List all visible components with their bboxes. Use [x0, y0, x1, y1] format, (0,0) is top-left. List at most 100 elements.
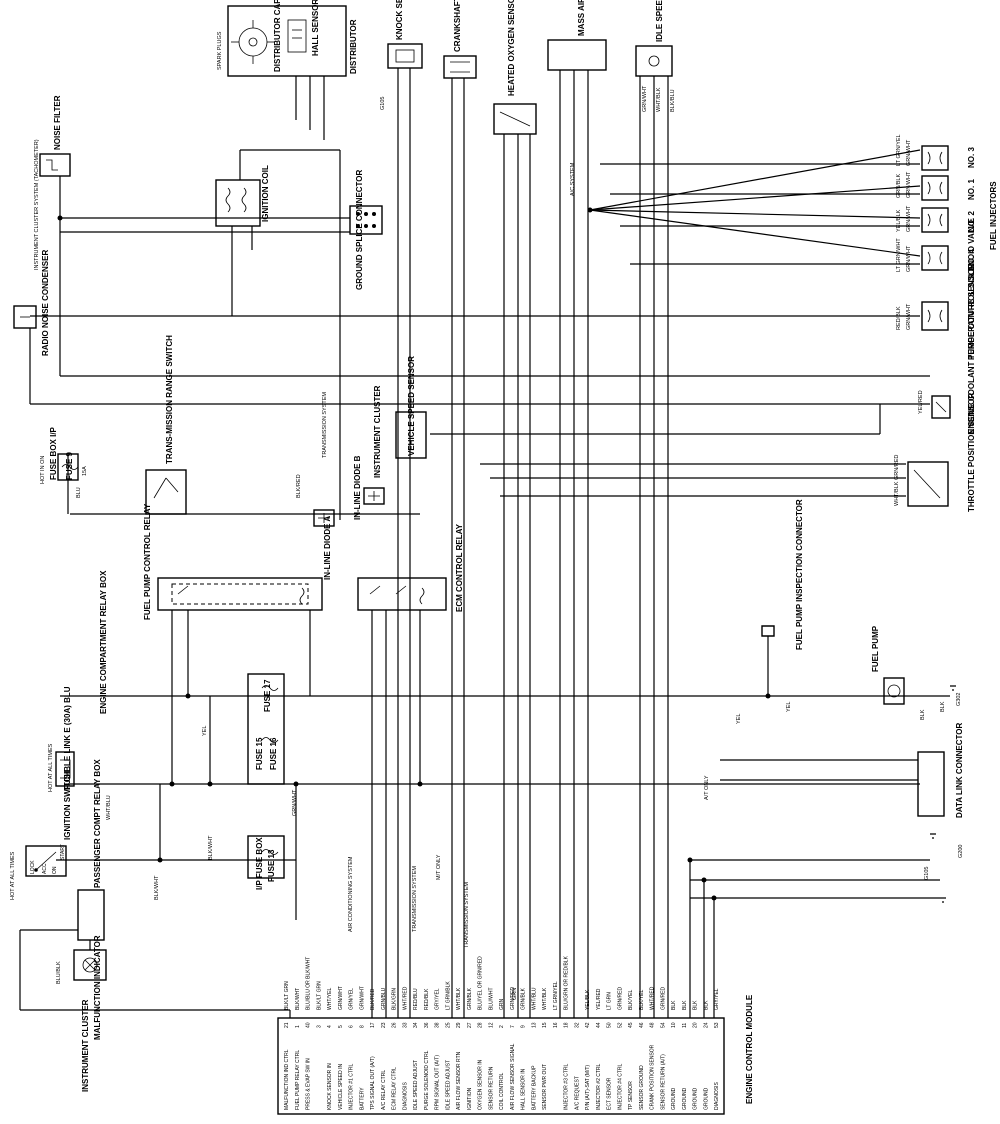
- ecm-pin-function: RPM SIGNAL OUT (A/T): [435, 1055, 441, 1110]
- fp-insp-label: FUEL PUMP INSPECTION CONNECTOR: [795, 499, 804, 650]
- ecm-pin-color: BLU/GRN OR RED/BLK: [564, 955, 570, 1010]
- ecm-pin-number: 5: [338, 1025, 344, 1028]
- distributor-cap-label: DISTRIBUTOR CAP: [273, 0, 282, 72]
- pass-relay-label: PASSENGER COMPT RELAY BOX: [93, 759, 102, 888]
- ecm-pin-color: BLK/GRN: [392, 988, 398, 1010]
- ecm-pin-color: BLK/LT GRN: [316, 981, 322, 1010]
- fuel-pump-inspection-connector: FUEL PUMP INSPECTION CONNECTOR: [761, 499, 804, 650]
- iac-wire-c: BLK/BLU: [670, 89, 676, 112]
- ign-on: ON: [52, 866, 58, 874]
- ign-switch-hot: HOT AT ALL TIMES: [10, 851, 16, 900]
- ecm-pin-number: 23: [381, 1022, 387, 1028]
- ecm-pin: 38 GRY/YEL RPM SIGNAL OUT (A/T): [435, 988, 441, 1110]
- ecm-pin-function: TPS SIGNAL OUT (A/T): [370, 1056, 376, 1110]
- injector-no4-label: NO. 4: [967, 249, 976, 270]
- knock-sensor-label: KNOCK SENSOR: [395, 0, 404, 40]
- ecm-relay-label: ECM CONTROL RELAY: [455, 523, 464, 612]
- ecm-pin-number: 17: [370, 1022, 376, 1028]
- ecm-pin-color: BLU/BLU OR BLK/WHT: [306, 957, 312, 1010]
- tps-label: THROTTLE POSITION SENSOR: [967, 393, 976, 512]
- ecm-pin-number: 38: [435, 1022, 441, 1028]
- noise-filter-label: NOISE FILTER: [53, 95, 62, 150]
- ecm-pin-color: LT GRN/BLK: [445, 981, 451, 1010]
- ecm-pin-number: 16: [553, 1022, 559, 1028]
- o2-sensor-label: HEATED OXYGEN SENSOR: [507, 0, 516, 96]
- ecm-pin-function: BATTERY BACKUP: [531, 1065, 537, 1110]
- ecm-pin-number: 26: [392, 1022, 398, 1028]
- ecm-pin-function: INJECTOR #1 CTRL: [349, 1063, 355, 1110]
- ecm-pin-number: 46: [639, 1022, 645, 1028]
- ecm-pin-function: CRANK POSITION SENSOR: [650, 1044, 656, 1110]
- ecm-pin-number: 54: [660, 1022, 666, 1028]
- ecm-pin-number: 45: [628, 1022, 634, 1028]
- ecm-pin-color: GRN/BLK: [521, 987, 527, 1010]
- fuse-15-label: FUSE 15: [255, 737, 264, 770]
- diode-a-label: IN-LINE DIODE A: [323, 516, 332, 580]
- ecm-pin-function: GROUND: [682, 1087, 688, 1110]
- ecm-pin-number: 53: [714, 1022, 720, 1028]
- fuse-9-amp: 15A: [82, 466, 88, 476]
- maf-label: MASS AIR FLOW SENSOR: [577, 0, 586, 36]
- iac-wire-b: WHT/BLK: [656, 87, 662, 112]
- wiring: [19, 68, 950, 1018]
- ecm-pin-color: BLK/LT GRN: [284, 981, 290, 1010]
- ecm-pin-color: GRN/BLU: [381, 987, 387, 1010]
- ecm-pin-color: LT GRN/YEL: [553, 981, 559, 1010]
- tach-label: INSTRUMENT CLUSTER SYSTEM (TACHOMETER): [34, 139, 40, 270]
- ecm-pin-color: BLK/YEL: [639, 989, 645, 1010]
- ecm-pin-color: RED/BLK: [424, 988, 430, 1010]
- ecm-pin-number: 3: [316, 1025, 322, 1028]
- fusible-link-label: FUSIBLE LINK E (30A) BLU: [63, 686, 72, 790]
- ecm-pin-function: PRESS & EVAP SW IN: [306, 1058, 312, 1110]
- ect-label: ENGINE COOLANT TEMPERATURE SENSOR: [967, 263, 976, 434]
- injector-no2-label: NO. 2: [967, 211, 976, 232]
- ground-symbols: G200 G105 G105: [380, 97, 964, 903]
- trans-switch-label: TRANS-MISSION RANGE SWITCH: [165, 335, 174, 464]
- ecm-pin-function: MALFUNCTION IND CTRL: [284, 1049, 290, 1110]
- wire-grn: GRN: [512, 988, 518, 1000]
- fuse-box-ip-label: FUSE BOX I/P: [49, 426, 58, 480]
- in-line-diode-a: IN-LINE DIODE A: [313, 509, 335, 580]
- fuel-pump-label: FUEL PUMP: [871, 625, 880, 672]
- ecm-pin-number: 28: [478, 1022, 484, 1028]
- data-link-connector: DATA LINK CONNECTOR: [917, 723, 964, 818]
- ecm-pin-function: IDLE SPEED ADJUST: [445, 1060, 451, 1110]
- ecm-pin-function: OXYGEN SENSOR IN: [478, 1059, 484, 1110]
- diode-b-label: IN-LINE DIODE B: [353, 455, 362, 520]
- iac-wire-a: GRN/WHT: [642, 85, 648, 112]
- ecm-pin-number: 32: [574, 1022, 580, 1028]
- inj4-wire-b: LT GRN/WHT: [896, 238, 902, 272]
- ign-start: START: [60, 844, 66, 860]
- ecm-pin-color: BLU/YEL OR GRN/RED: [478, 956, 484, 1010]
- idle-speed-actuator: IDLE SPEED ACTUATOR: [635, 0, 673, 77]
- ecm-pin-color: GRY/YEL: [435, 988, 441, 1010]
- ecm-pin-function: FUEL PUMP RELAY CTRL: [295, 1050, 301, 1110]
- ecm-pin-number: 15: [542, 1022, 548, 1028]
- ecm-pin-color: GRN/WHT: [359, 986, 365, 1010]
- ip-fuse-box: FUSE 13 I/P FUSE BOX: [247, 835, 285, 890]
- ecm-pin-color: GRN/RED: [660, 987, 666, 1010]
- purge-wire-b: RED/BLK: [896, 306, 902, 330]
- ecm-pin-color: WHT/BLK: [542, 987, 548, 1010]
- wire-wht-blu: WHT/BLU: [106, 795, 112, 820]
- fuse-box-ip-hot: HOT IN ON: [40, 456, 46, 484]
- passenger-compt-relay-box: PASSENGER COMPT RELAY BOX: [77, 759, 105, 941]
- ecm-pin-color: WHT/BLU: [531, 987, 537, 1010]
- distributor: SPARK PLUGS DISTRIBUTOR CAP HALL SENSOR …: [217, 0, 358, 77]
- inj4-wire-a: GRN/WHT: [906, 245, 912, 272]
